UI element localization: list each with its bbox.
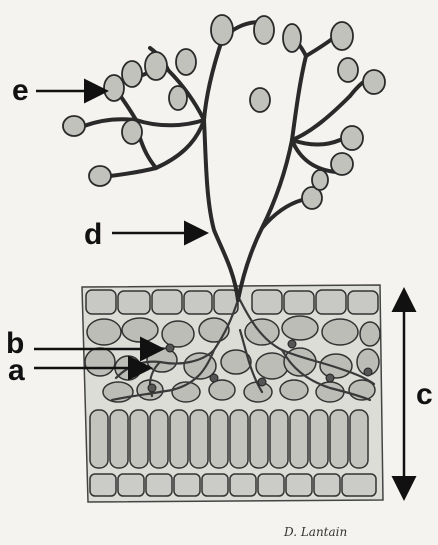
sporangia <box>63 15 385 209</box>
label-e: e <box>12 74 29 107</box>
label-d-group: d <box>84 218 204 251</box>
label-c: c <box>416 378 433 411</box>
label-e-group: e <box>12 74 104 107</box>
label-a: a <box>8 354 25 387</box>
lower-epidermis <box>90 474 376 496</box>
label-c-group: c <box>404 292 433 496</box>
upper-epidermis <box>86 290 378 314</box>
label-d: d <box>84 218 102 251</box>
artist-signature: D. Lantain <box>283 525 347 539</box>
